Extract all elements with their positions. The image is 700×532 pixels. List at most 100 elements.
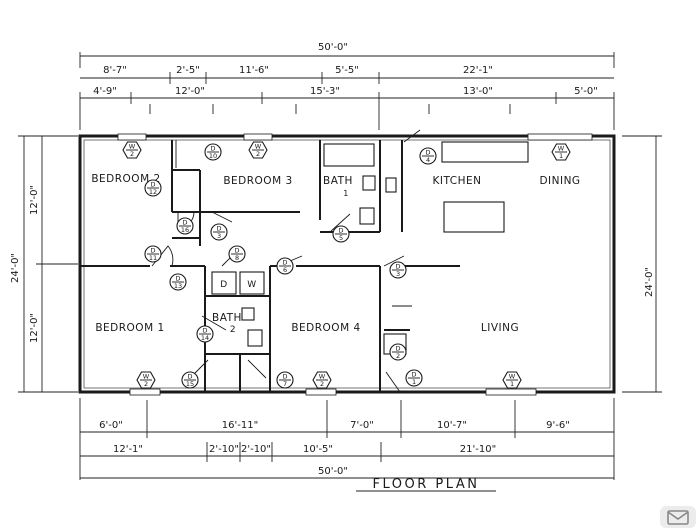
bottom-row2-dim-2: 2'-10" xyxy=(209,444,239,455)
bath1-number: 1 xyxy=(343,189,349,198)
bath1-toilet xyxy=(359,207,375,225)
window-tag-w2-bedroom1: W 2 xyxy=(136,371,156,389)
top-row2-dim-5: 5'-0" xyxy=(574,86,598,97)
bottom-row1-dim-5: 9'-6" xyxy=(546,420,570,431)
plan-title: FLOOR PLAN xyxy=(373,477,480,492)
svg-text:D: D xyxy=(282,373,287,381)
svg-text:D: D xyxy=(282,259,287,267)
bottom-row2-dim-3: 2'-10" xyxy=(241,444,271,455)
bath1-tub xyxy=(323,143,375,167)
window-tag-w2-bedroom2: W 2 xyxy=(122,141,142,159)
bottom-row2-dim-1: 12'-1" xyxy=(113,444,143,455)
room-labels: BEDROOM 2 BEDROOM 3 BATH 1 KITCHEN DININ… xyxy=(91,173,580,335)
svg-text:D: D xyxy=(395,263,400,271)
door-tag-d1: D1 xyxy=(405,369,423,387)
door-tag-d7: D7 xyxy=(276,371,294,389)
bottom-row2-dim-5: 21'-10" xyxy=(460,444,496,455)
svg-text:W: W xyxy=(558,145,565,153)
washer-label: W xyxy=(247,280,256,290)
left-dimensions: 24'-0" 12'-0" 12'-0" xyxy=(10,135,78,393)
bath2-sink xyxy=(241,307,255,321)
svg-text:W: W xyxy=(319,373,326,381)
svg-text:12: 12 xyxy=(149,188,157,196)
door-tag-d8: D8 xyxy=(228,245,246,263)
svg-text:D: D xyxy=(175,275,180,283)
svg-text:1: 1 xyxy=(559,152,563,160)
svg-text:W: W xyxy=(255,143,262,151)
top-dimensions: 50'-0" 8'-7" 2'-5" 11'-6" 5'-5" 22'-1" 4… xyxy=(79,42,615,130)
top-row1-dim-3: 11'-6" xyxy=(239,65,269,76)
kitchen-label: KITCHEN xyxy=(433,175,482,187)
svg-text:D: D xyxy=(150,181,155,189)
svg-text:13: 13 xyxy=(174,282,182,290)
svg-text:10: 10 xyxy=(209,152,217,160)
window-tag-w2-bedroom3: W 2 xyxy=(248,141,268,159)
svg-text:W: W xyxy=(143,373,150,381)
svg-text:D: D xyxy=(150,247,155,255)
door-tag-d10: D10 xyxy=(204,143,222,161)
bath1-label: BATH xyxy=(323,175,353,187)
top-row1-dim-2: 2'-5" xyxy=(176,65,200,76)
bottom-row2-dim-4: 10'-5" xyxy=(303,444,333,455)
svg-text:D: D xyxy=(425,149,430,157)
svg-text:D: D xyxy=(338,227,343,235)
door-tag-d11: D11 xyxy=(144,245,162,263)
svg-text:6: 6 xyxy=(283,266,287,274)
svg-text:D: D xyxy=(210,145,215,153)
bedroom4-label: BEDROOM 4 xyxy=(291,322,360,334)
door-tag-d4-kitchen: D4 xyxy=(419,147,437,165)
svg-text:D: D xyxy=(202,327,207,335)
bottom-row1-dim-3: 7'-0" xyxy=(350,420,374,431)
svg-text:8: 8 xyxy=(235,254,239,262)
svg-text:W: W xyxy=(509,373,516,381)
svg-text:W: W xyxy=(129,143,136,151)
living-label: LIVING xyxy=(481,322,519,334)
svg-text:2: 2 xyxy=(256,150,260,158)
interior-walls xyxy=(80,140,460,392)
bedroom3-label: BEDROOM 3 xyxy=(223,175,292,187)
window-tag-w2-bedroom4: W 2 xyxy=(312,371,332,389)
svg-text:D: D xyxy=(216,225,221,233)
bottom-dimensions: 6'-0" 16'-11" 7'-0" 10'-7" 9'-6" 12'-1" … xyxy=(79,398,615,480)
bath2-toilet xyxy=(247,329,263,347)
svg-text:7: 7 xyxy=(283,380,287,388)
top-row1-dim-5: 22'-1" xyxy=(463,65,493,76)
exterior-wall-inner-line xyxy=(83,139,611,389)
svg-text:5: 5 xyxy=(339,234,343,242)
bottom-row1-dim-2: 16'-11" xyxy=(222,420,258,431)
bottom-row1-dim-4: 10'-7" xyxy=(437,420,467,431)
bedroom2-label: BEDROOM 2 xyxy=(91,173,160,185)
washer xyxy=(239,271,265,295)
svg-text:15: 15 xyxy=(186,380,194,388)
right-outer-dim: 24'-0" xyxy=(644,267,655,297)
svg-text:D: D xyxy=(411,371,416,379)
left-inner-dim-bottom: 12'-0" xyxy=(29,313,40,343)
exterior-wall xyxy=(78,134,616,394)
door-tag-d15: D15 xyxy=(181,371,199,389)
right-dimension: 24'-0" xyxy=(622,135,662,393)
door-tag-d14: D14 xyxy=(196,325,214,343)
svg-text:11: 11 xyxy=(149,254,157,262)
door-tag-d3-bedroom3: D3 xyxy=(210,223,228,241)
dryer-label: D xyxy=(220,280,227,290)
svg-text:3: 3 xyxy=(217,232,221,240)
mail-icon[interactable] xyxy=(660,506,696,528)
svg-text:D: D xyxy=(187,373,192,381)
window-tags: W 2 W 2 W 1 W 2 W 2 xyxy=(122,141,571,389)
door-tag-d13: D13 xyxy=(169,273,187,291)
svg-text:1: 1 xyxy=(412,378,416,386)
left-outer-dim: 24'-0" xyxy=(10,253,21,283)
bath2-label: BATH xyxy=(212,312,242,324)
left-inner-dim-top: 12'-0" xyxy=(29,185,40,215)
svg-text:2: 2 xyxy=(396,352,400,360)
top-row1-dim-4: 5'-5" xyxy=(335,65,359,76)
top-row2-dim-4: 13'-0" xyxy=(463,86,493,97)
bath1-cabinet xyxy=(385,177,397,193)
overall-bottom-dim: 50'-0" xyxy=(318,466,348,477)
door-tags: D10 D12 D16 D3 D5 D4 D11 D13 xyxy=(144,143,437,389)
svg-text:D: D xyxy=(234,247,239,255)
svg-text:3: 3 xyxy=(396,270,400,278)
windows xyxy=(117,133,593,396)
svg-text:1: 1 xyxy=(510,380,514,388)
